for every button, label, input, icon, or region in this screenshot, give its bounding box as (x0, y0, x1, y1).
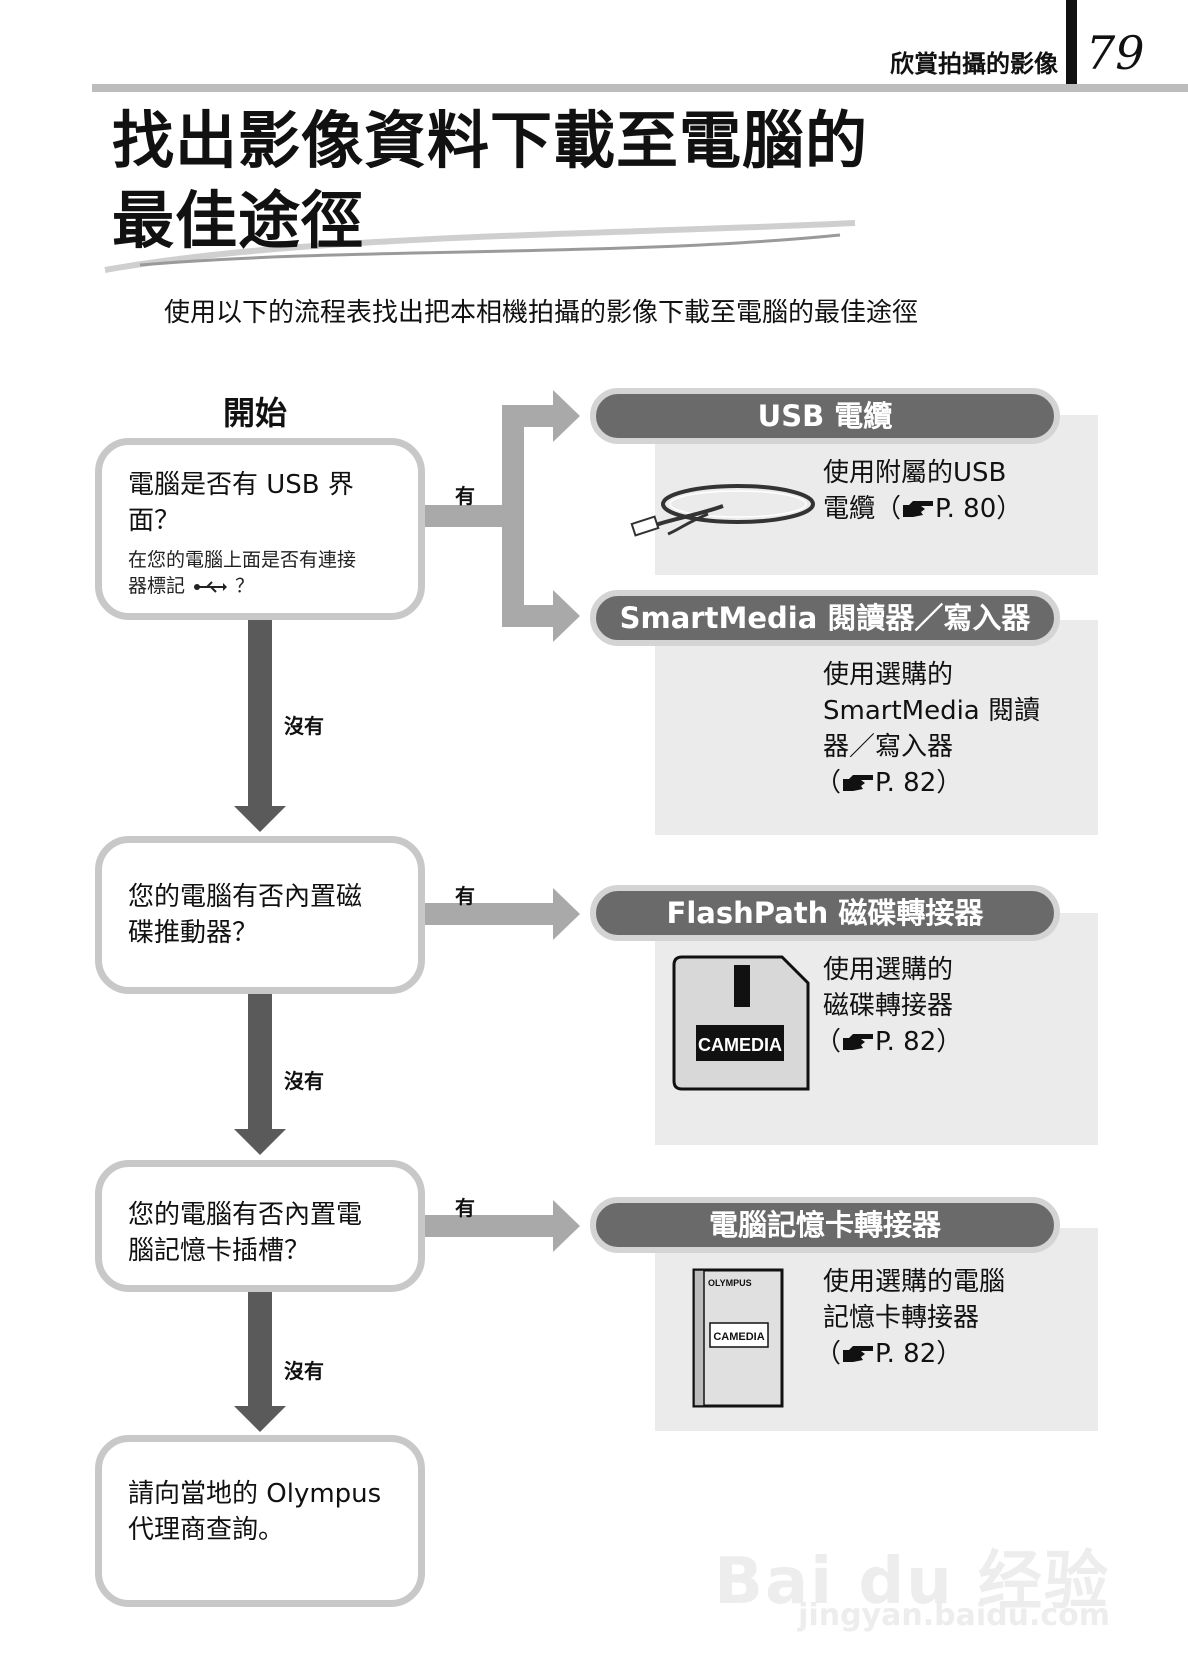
pccard-ref-close: ） (936, 1339, 963, 1369)
usb-desc-line-2-wrap: 電纜（ P. 80） (823, 491, 1022, 527)
flashpath-ref-wrap: （ P. 82） (815, 1024, 962, 1060)
no-label-2: 沒有 (284, 1069, 324, 1093)
pccard-page-ref[interactable]: P. 82 (875, 1339, 937, 1369)
start-label: 開始 (223, 394, 288, 432)
smartmedia-title: SmartMedia 閱讀器／寫入器 (590, 590, 1060, 646)
usb-desc-line-2: 電纜（ (823, 494, 902, 524)
pccard-brand-label: OLYMPUS (708, 1278, 752, 1288)
page-title-line-1: 找出影像資料下載至電腦的 (112, 104, 869, 177)
question-usb-hint-end: ？ (235, 575, 255, 597)
usb-cable-icon (630, 484, 815, 537)
flashpath-ref-open: （ (815, 1027, 842, 1057)
flashpath-adapter-icon: CAMEDIA (672, 955, 810, 1091)
smartmedia-panel (655, 620, 1098, 835)
usb-desc-close: ） (996, 494, 1023, 524)
pccard-ref-wrap: （ P. 82） (815, 1336, 962, 1372)
baidu-watermark-url: jingyan.baidu.com (798, 1598, 1110, 1633)
pointing-hand-icon (901, 491, 935, 527)
pccard-desc-line-2: 記憶卡轉接器 (823, 1303, 980, 1333)
flashpath-card-label: CAMEDIA (698, 1035, 782, 1055)
usb-cable-title: USB 電纜 (590, 388, 1060, 444)
flashpath-ref-close: ） (936, 1027, 963, 1057)
flashpath-desc-line-2: 磁碟轉接器 (823, 991, 954, 1021)
flashpath-title: FlashPath 磁碟轉接器 (590, 885, 1060, 941)
yes-arrows (425, 390, 580, 1252)
question-usb-hint-line-1: 在您的電腦上面是否有連接 (128, 549, 357, 571)
smartmedia-ref-close: ） (936, 768, 963, 798)
yes-label-3: 有 (455, 1196, 475, 1220)
no-arrows (234, 620, 286, 1432)
end-contact-line-2: 代理商查詢。 (128, 1515, 285, 1545)
usb-symbol-icon (194, 580, 228, 593)
page-subtitle: 使用以下的流程表找出把本相機拍攝的影像下載至電腦的最佳途徑 (164, 298, 919, 328)
pccard-desc-line-1: 使用選購的電腦 (823, 1267, 1006, 1297)
question-usb-hint-line-2-wrap: 器標記 ？ (128, 573, 254, 599)
pointing-hand-icon (841, 1336, 875, 1372)
question-usb-line-1: 電腦是否有 USB 界 (128, 470, 354, 500)
question-pccard-line-2: 腦記憶卡插槽？ (128, 1236, 311, 1266)
smartmedia-ref-open: （ (815, 768, 842, 798)
pointing-hand-icon (841, 765, 875, 801)
end-contact-box: 請向當地的 Olympus 代理商查詢。 (95, 1435, 425, 1607)
pccard-adapter-icon: OLYMPUS CAMEDIA (692, 1268, 784, 1408)
question-floppy-box: 您的電腦有否內置磁 碟推動器？ (95, 836, 425, 994)
header-rule (92, 84, 1188, 92)
flashpath-desc-line-1: 使用選購的 (823, 955, 954, 985)
usb-desc-line-1: 使用附屬的USB (823, 458, 1007, 488)
smartmedia-desc-line-2: SmartMedia 閱讀 (823, 696, 1041, 726)
smartmedia-desc-line-3: 器／寫入器 (823, 732, 954, 762)
yes-label-2: 有 (455, 884, 475, 908)
baidu-watermark: Bai du 经验 (714, 1545, 1110, 1619)
yes-label-1: 有 (455, 484, 475, 508)
question-usb-hint-line-2: 器標記 (128, 575, 186, 597)
header-bar (1066, 0, 1077, 90)
pccard-ref-open: （ (815, 1339, 842, 1369)
question-floppy-line-2: 碟推動器？ (128, 918, 259, 948)
flashpath-page-ref[interactable]: P. 82 (875, 1027, 937, 1057)
smartmedia-ref-wrap: （ P. 82） (815, 765, 962, 801)
page-number: 79 (1086, 26, 1145, 80)
smartmedia-page-ref[interactable]: P. 82 (875, 768, 937, 798)
page-title-line-2: 最佳途徑 (112, 184, 365, 257)
no-label-1: 沒有 (284, 714, 324, 738)
question-pccard-line-1: 您的電腦有否內置電 (128, 1200, 363, 1230)
pccard-title: 電腦記憶卡轉接器 (590, 1197, 1060, 1253)
usb-page-ref[interactable]: P. 80 (935, 494, 997, 524)
question-usb-line-2: 面？ (128, 506, 181, 536)
section-title: 欣賞拍攝的影像 (890, 50, 1058, 78)
question-usb-box: 電腦是否有 USB 界 面？ 在您的電腦上面是否有連接 器標記 ？ (95, 438, 425, 620)
no-label-3: 沒有 (284, 1359, 324, 1383)
pointing-hand-icon (841, 1024, 875, 1060)
question-floppy-line-1: 您的電腦有否內置磁 (128, 882, 363, 912)
end-contact-line-1: 請向當地的 Olympus (128, 1479, 382, 1509)
title-swoosh (104, 220, 856, 273)
pccard-card-label: CAMEDIA (713, 1331, 764, 1343)
question-pccard-box: 您的電腦有否內置電 腦記憶卡插槽？ (95, 1160, 425, 1292)
smartmedia-desc-line-1: 使用選購的 (823, 660, 954, 690)
